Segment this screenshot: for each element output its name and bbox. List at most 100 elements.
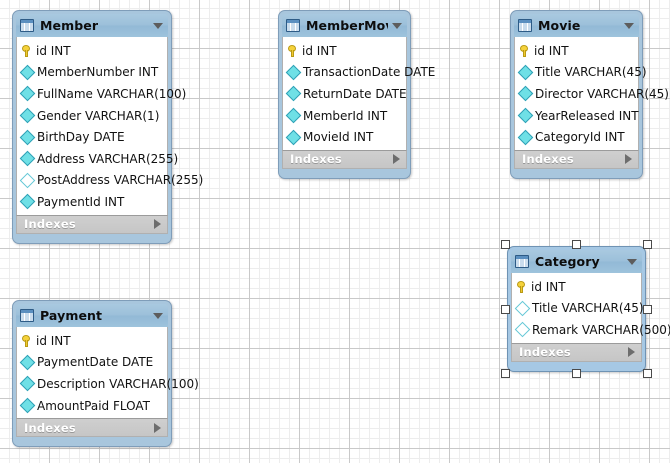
column-row[interactable]: id INT	[17, 40, 167, 62]
column-label: MemberNumber INT	[37, 65, 159, 80]
chevron-down-icon[interactable]	[624, 22, 634, 29]
chevron-down-icon[interactable]	[392, 22, 402, 29]
column-label: Title VARCHAR(45)	[532, 301, 644, 316]
diamond-filled-icon	[285, 64, 302, 81]
entity-bottom-edge	[514, 169, 639, 178]
column-row[interactable]: Address VARCHAR(255)	[17, 148, 178, 170]
entity-header[interactable]: MemberMovie	[282, 14, 407, 37]
column-label: TransactionDate DATE	[303, 65, 436, 80]
entity-title: Movie	[538, 18, 581, 33]
key-icon	[21, 334, 32, 347]
entity-title: Member	[40, 18, 99, 33]
entity-bottom-edge	[282, 169, 407, 178]
column-row[interactable]: Title VARCHAR(45)	[512, 298, 644, 320]
diamond-filled-icon	[19, 354, 36, 371]
diamond-filled-icon	[19, 64, 36, 81]
indexes-section[interactable]: Indexes	[514, 149, 639, 169]
column-row[interactable]: Director VARCHAR(45)	[515, 83, 669, 105]
column-row[interactable]: BirthDay DATE	[17, 126, 167, 148]
column-label: Remark VARCHAR(500)	[532, 322, 670, 337]
diamond-filled-icon	[517, 64, 534, 81]
diamond-filled-icon	[19, 129, 36, 145]
diamond-filled-icon	[19, 150, 36, 167]
entity-title: Payment	[40, 308, 103, 323]
column-label: MemberId INT	[303, 108, 388, 123]
entity-table-category[interactable]: Category id INT Title VARCHAR(45) Remark VA…	[507, 246, 670, 372]
chevron-right-icon[interactable]	[625, 154, 632, 165]
column-row[interactable]: ReturnDate DATE	[283, 83, 407, 105]
resize-handle-nw[interactable]	[501, 240, 510, 249]
column-row[interactable]: MemberNumber INT	[17, 62, 167, 84]
column-row[interactable]: Title VARCHAR(45)	[515, 62, 647, 84]
column-row[interactable]: PaymentDate DATE	[17, 352, 167, 374]
resize-handle-n[interactable]	[572, 240, 581, 249]
column-row[interactable]: YearReleased INT	[515, 105, 639, 127]
column-label: MovieId INT	[303, 130, 374, 145]
entity-header[interactable]: Payment	[16, 304, 168, 327]
column-label: Director VARCHAR(45)	[535, 86, 669, 101]
resize-handle-ne[interactable]	[643, 240, 652, 249]
resize-handle-w[interactable]	[501, 304, 510, 314]
indexes-label: Indexes	[24, 217, 76, 232]
column-label: PostAddress VARCHAR(255)	[37, 173, 204, 188]
column-label: id INT	[531, 279, 566, 294]
column-label: Address VARCHAR(255)	[37, 151, 179, 166]
diamond-filled-icon	[19, 397, 36, 414]
column-row[interactable]: id INT	[283, 40, 406, 62]
table-icon	[20, 19, 34, 32]
diamond-filled-icon	[285, 107, 302, 124]
entity-title: Category	[535, 254, 600, 269]
column-row[interactable]: Description VARCHAR(100)	[17, 373, 199, 395]
entity-header[interactable]: Movie	[514, 14, 639, 37]
column-row[interactable]: MemberId INT	[283, 105, 406, 127]
column-row[interactable]: PaymentId INT	[17, 191, 167, 213]
indexes-label: Indexes	[290, 152, 342, 167]
indexes-section[interactable]: Indexes	[511, 342, 642, 362]
column-row[interactable]: TransactionDate DATE	[283, 62, 435, 84]
indexes-label: Indexes	[522, 152, 574, 167]
indexes-section[interactable]: Indexes	[282, 149, 407, 169]
chevron-down-icon[interactable]	[153, 312, 163, 319]
entity-header[interactable]: Category	[511, 250, 642, 273]
column-row[interactable]: id INT	[515, 40, 638, 62]
indexes-label: Indexes	[519, 345, 571, 360]
resize-handle-sw[interactable]	[501, 369, 510, 378]
column-row[interactable]: FullName VARCHAR(100)	[17, 83, 186, 105]
column-label: YearReleased INT	[535, 108, 639, 123]
table-icon	[518, 19, 532, 32]
column-row[interactable]: PostAddress VARCHAR(255)	[17, 170, 203, 192]
column-label: AmountPaid FLOAT	[37, 398, 150, 413]
table-icon	[515, 255, 529, 268]
resize-handle-s[interactable]	[572, 369, 581, 378]
resize-handle-e[interactable]	[643, 304, 652, 314]
entity-header[interactable]: Member	[16, 14, 168, 37]
diamond-filled-icon	[285, 86, 302, 102]
indexes-section[interactable]: Indexes	[16, 418, 168, 438]
indexes-label: Indexes	[24, 420, 76, 435]
column-row[interactable]: AmountPaid FLOAT	[17, 395, 167, 417]
column-row[interactable]: Gender VARCHAR(1)	[17, 105, 167, 127]
chevron-down-icon[interactable]	[153, 22, 163, 29]
column-row[interactable]: MovieId INT	[283, 126, 406, 148]
chevron-right-icon[interactable]	[154, 422, 161, 433]
column-row[interactable]: Remark VARCHAR(500)	[512, 319, 670, 341]
diamond-filled-icon	[517, 107, 534, 124]
chevron-right-icon[interactable]	[393, 154, 400, 165]
indexes-section[interactable]: Indexes	[16, 214, 168, 234]
chevron-right-icon[interactable]	[628, 347, 635, 358]
column-row[interactable]: id INT	[512, 276, 641, 298]
column-label: id INT	[302, 43, 337, 58]
resize-handle-se[interactable]	[643, 369, 652, 378]
entity-table-member[interactable]: Member id INT MemberNumber INT FullName VAR…	[12, 10, 203, 244]
column-row[interactable]: CategoryId INT	[515, 126, 638, 148]
table-icon	[20, 309, 34, 322]
chevron-right-icon[interactable]	[154, 219, 161, 230]
column-row[interactable]: id INT	[17, 330, 167, 352]
entity-table-membermovie[interactable]: MemberMovie id INT TransactionDate DATE Ret…	[278, 10, 435, 179]
chevron-down-icon[interactable]	[627, 258, 637, 265]
